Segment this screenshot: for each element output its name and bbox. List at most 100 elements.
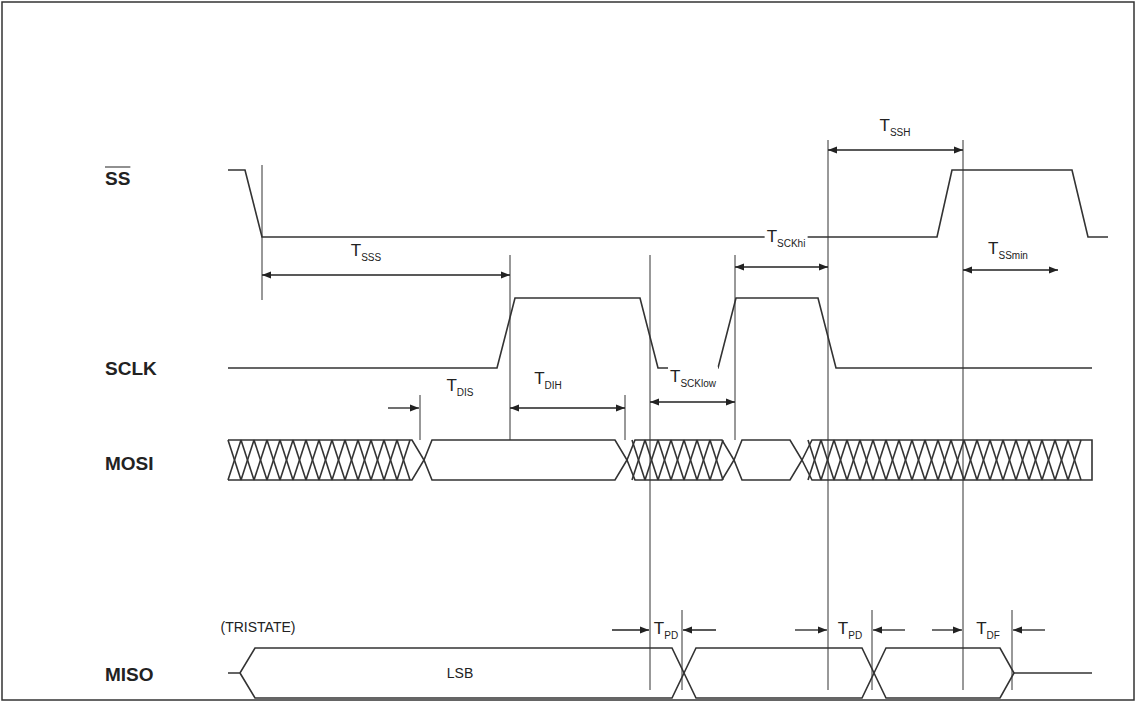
signal-name: MOSI <box>105 454 154 473</box>
dont-care-hatch <box>228 440 241 480</box>
dont-care-hatch <box>899 440 912 480</box>
dont-care-hatch <box>899 440 912 480</box>
dont-care-hatch <box>658 440 671 480</box>
dimension-pointer <box>612 629 649 630</box>
dont-care-hatch <box>1055 440 1068 480</box>
reference-line <box>735 255 736 440</box>
subscript: PD <box>664 630 678 641</box>
timing-label: TSSmin <box>986 239 1030 262</box>
dimension-arrow <box>828 149 963 150</box>
dont-care-hatch <box>912 440 925 480</box>
timing-label: TDIS <box>444 376 475 399</box>
dont-care-hatch <box>847 440 860 480</box>
symbol: T <box>880 116 890 135</box>
dont-care-hatch <box>925 440 938 480</box>
dont-care-hatch <box>306 440 319 480</box>
dont-care-hatch <box>254 440 267 480</box>
timing-label: TSCKlow <box>668 367 718 390</box>
dimension-arrow <box>510 407 625 408</box>
reference-line <box>510 255 511 440</box>
bit-label: LSB <box>445 665 475 681</box>
dont-care-hatch <box>332 440 345 480</box>
mosi-bus <box>802 440 1092 480</box>
dont-care-hatch <box>1016 440 1029 480</box>
dont-care-hatch <box>384 440 397 480</box>
dont-care-hatch <box>293 440 306 480</box>
dont-care-hatch <box>319 440 332 480</box>
signal-name: SS <box>105 169 130 188</box>
reference-line <box>1012 610 1013 690</box>
dont-care-hatch <box>1003 440 1016 480</box>
subscript: DIH <box>545 380 562 391</box>
subscript: SCKhi <box>777 238 805 249</box>
dont-care-hatch <box>873 440 886 480</box>
dont-care-hatch <box>684 440 697 480</box>
reference-line <box>650 255 651 690</box>
miso-lsb <box>228 648 684 698</box>
dont-care-hatch <box>332 440 345 480</box>
timing-label: TPD <box>652 619 680 642</box>
dimension-arrow <box>650 401 735 402</box>
dont-care-hatch <box>1016 440 1029 480</box>
dont-care-hatch <box>860 440 873 480</box>
dont-care-hatch <box>938 440 951 480</box>
dimension-arrow <box>735 266 828 267</box>
mosi-bus <box>228 440 424 480</box>
dont-care-hatch <box>371 440 384 480</box>
dont-care-hatch <box>990 440 1003 480</box>
timing-label: TSCKhi <box>765 227 808 250</box>
dont-care-hatch <box>964 440 977 480</box>
dont-care-hatch <box>977 440 990 480</box>
dimension-arrow <box>262 274 510 275</box>
reference-line <box>872 610 873 690</box>
reference-line <box>262 165 263 300</box>
miso-bit <box>684 648 874 698</box>
subscript: SCKlow <box>680 378 716 389</box>
dont-care-hatch <box>697 440 710 480</box>
dimension-pointer <box>388 407 419 408</box>
timing-label: TDIH <box>532 369 564 392</box>
dimension-pointer <box>873 629 905 630</box>
dont-care-hatch <box>254 440 267 480</box>
miso-bit <box>874 648 1014 698</box>
dont-care-hatch <box>645 440 658 480</box>
dont-care-hatch <box>658 440 671 480</box>
timing-label: TSSH <box>878 116 913 139</box>
dont-care-hatch <box>1003 440 1016 480</box>
dont-care-hatch <box>834 440 847 480</box>
dont-care-hatch <box>964 440 977 480</box>
subscript: SSH <box>890 127 911 138</box>
dont-care-hatch <box>808 440 821 480</box>
dont-care-hatch <box>1068 440 1081 480</box>
dont-care-hatch <box>645 440 658 480</box>
sclk-waveform <box>228 298 1092 368</box>
symbol: T <box>534 369 544 388</box>
dont-care-hatch <box>671 440 684 480</box>
dont-care-hatch <box>358 440 371 480</box>
dont-care-hatch <box>834 440 847 480</box>
dont-care-hatch <box>938 440 951 480</box>
subscript: PD <box>848 630 862 641</box>
symbol: T <box>976 619 986 638</box>
dont-care-hatch <box>345 440 358 480</box>
dont-care-hatch <box>293 440 306 480</box>
state-note: (TRISTATE) <box>219 619 298 635</box>
signal-name: SCLK <box>105 359 157 378</box>
dont-care-hatch <box>241 440 254 480</box>
dont-care-hatch <box>397 440 410 480</box>
mosi-bus <box>627 440 734 480</box>
dont-care-hatch <box>710 440 723 480</box>
signal-name: MISO <box>105 665 154 684</box>
mosi-valid <box>734 440 802 480</box>
dimension-pointer <box>683 629 716 630</box>
dimension-pointer <box>1013 629 1045 630</box>
dont-care-hatch <box>345 440 358 480</box>
reference-line <box>420 395 421 440</box>
dont-care-hatch <box>632 440 645 480</box>
dont-care-hatch <box>697 440 710 480</box>
dont-care-hatch <box>925 440 938 480</box>
symbol: T <box>988 239 998 258</box>
dont-care-hatch <box>1029 440 1042 480</box>
